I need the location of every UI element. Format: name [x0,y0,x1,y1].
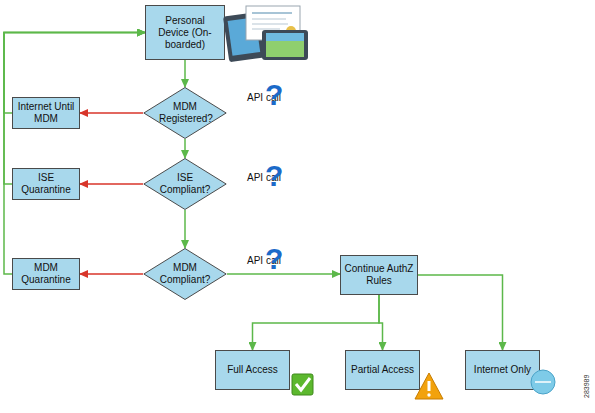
device-illustration [223,6,308,62]
flow-arrow [80,112,143,114]
node-text: ISE Compliant? [159,172,211,196]
result-box: Internet Only [465,350,540,390]
flow-arrow [418,275,503,350]
result-box: Partial Access [345,350,420,390]
result-box: MDM Quarantine [12,258,80,290]
question-mark: ? [265,80,283,110]
result-box: ISE Quarantine [12,168,80,200]
decision-diamond: MDM Compliant? [143,248,227,300]
flow-arrow [184,139,186,158]
check-icon [292,374,313,395]
decision-diamond: ISE Compliant? [143,158,227,210]
question-mark: ? [265,244,283,274]
process-box: Personal Device (On-boarded) [145,5,225,60]
node-text: Full Access [227,364,278,376]
flow-arrow [227,273,340,275]
question-mark: ? [265,161,283,191]
node-text: Personal Device (On-boarded) [149,15,221,51]
result-box: Internet Until MDM [12,97,80,129]
flow-arrow [184,60,186,87]
process-box: Continue AuthZ Rules [340,255,418,295]
flow-arrow [80,183,143,185]
flow-arrow [184,210,186,248]
node-text: Continue AuthZ Rules [344,263,414,287]
flow-arrow [253,295,380,350]
node-text: MDM Quarantine [16,262,76,286]
node-text: MDM Compliant? [159,262,211,286]
node-text: Partial Access [351,364,414,376]
result-box: Full Access [215,350,290,390]
flow-arrow [379,295,383,350]
node-text: Internet Until MDM [16,101,76,125]
node-text: MDM Registered? [159,101,211,125]
flow-arrow [4,33,145,275]
decision-diamond: MDM Registered? [143,87,227,139]
node-text: ISE Quarantine [16,172,76,196]
figure-number: 283989 [583,375,590,398]
node-text: Internet Only [474,364,531,376]
flow-arrow [4,33,145,185]
flow-arrow [80,273,143,275]
